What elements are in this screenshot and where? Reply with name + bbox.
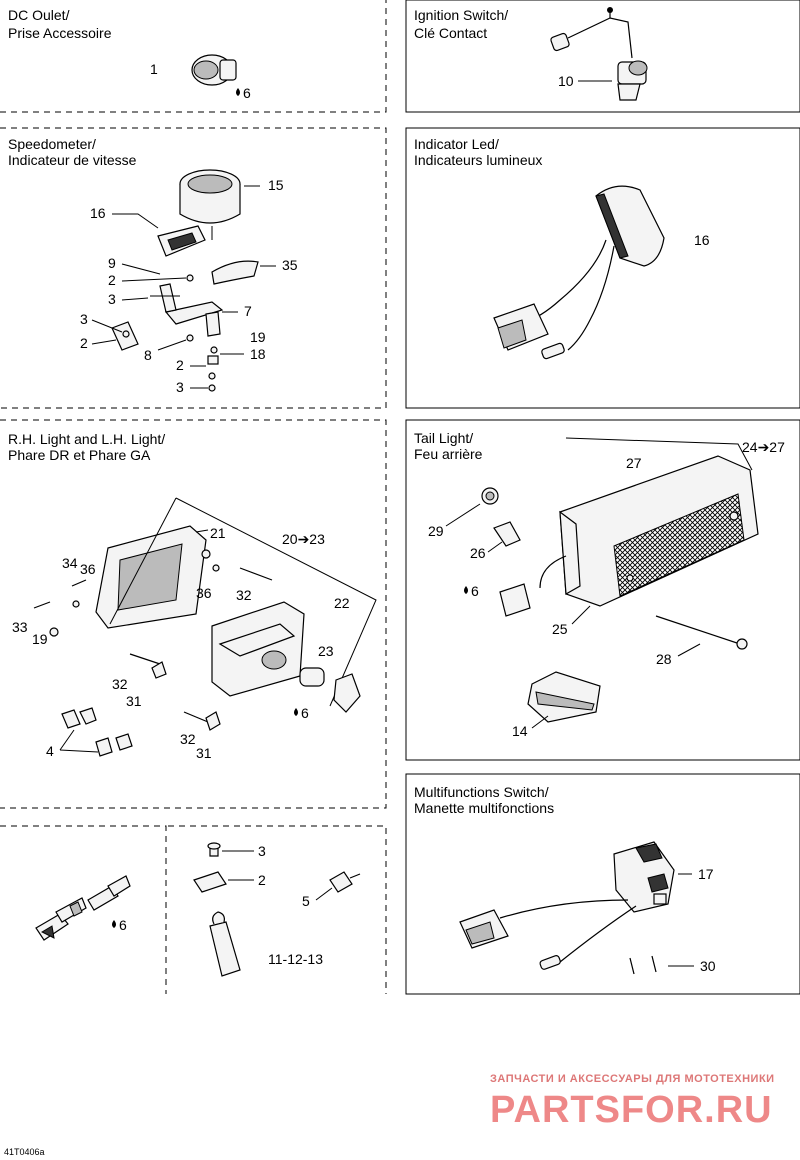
multifunction-switch-part [459,841,675,975]
panel-connectors: 6 [0,825,167,994]
headlight-subtitle: Phare DR et Phare GA [8,447,151,463]
drop-icon [464,586,468,594]
callout-3a: 3 [108,291,116,307]
callout-35: 35 [282,257,298,273]
speedometer-gauge [179,169,241,240]
callout-6: 6 [471,583,479,599]
dc-outlet-part [191,54,237,86]
callout-32a: 32 [236,587,252,603]
ignition-subtitle: Clé Contact [414,25,487,41]
drop-icon [112,920,116,928]
headlight-title: R.H. Light and L.H. Light/ [8,431,165,447]
drop-icon [236,88,240,96]
callout-5: 5 [302,893,310,909]
watermark-logo: ЗАПЧАСТИ И АКСЕССУАРЫ ДЛЯ МОТОТЕХНИКИ PA… [490,1073,775,1131]
taillight-lamp [481,487,748,650]
panel-speedometer: Speedometer/ Indicateur de vitesse [0,127,387,409]
figure-code: 41T0406a [4,1147,45,1157]
callout-9: 9 [108,255,116,271]
callout-7: 7 [244,303,252,319]
callout-28: 28 [656,651,672,667]
callout-16: 16 [90,205,106,221]
callout-2a: 2 [108,272,116,288]
callout-16: 16 [694,232,710,248]
callout-31b: 31 [196,745,212,761]
panel-multifunction-switch: Multifunctions Switch/ Manette multifonc… [405,773,800,995]
taillight-subtitle: Feu arrière [414,446,483,462]
callout-1: 1 [150,61,158,77]
callout-32c: 32 [180,731,196,747]
callout-2: 2 [258,872,266,888]
callout-22: 22 [334,595,350,611]
callout-32b: 32 [112,676,128,692]
callout-36a: 36 [80,561,96,577]
indicator-led-part [493,185,665,360]
callout-14: 14 [512,723,528,739]
panel-dc-outlet: DC Oulet/ Prise Accessoire 1 6 [0,0,387,113]
callout-3: 3 [258,843,266,859]
multifunction-title: Multifunctions Switch/ [414,784,549,800]
callout-6: 6 [301,705,309,721]
panel-hardware: 3 2 5 11-12-13 [168,825,387,994]
callout-2c: 2 [176,357,184,373]
callout-17: 17 [698,866,714,882]
callout-25: 25 [552,621,568,637]
callout-19: 19 [32,631,48,647]
callout-6: 6 [243,85,251,101]
callout-10: 10 [558,73,574,89]
callout-26: 26 [470,545,486,561]
watermark-subtitle: ЗАПЧАСТИ И АКСЕССУАРЫ ДЛЯ МОТОТЕХНИКИ [490,1073,775,1085]
callout-18: 18 [250,346,266,362]
panel-ignition-switch: Ignition Switch/ Clé Contact 10 [405,0,800,113]
callout-3c: 3 [176,379,184,395]
panel-indicator-led: Indicator Led/ Indicateurs lumineux 16 [405,127,800,409]
callout-23: 23 [318,643,334,659]
multifunction-subtitle: Manette multifonctions [414,800,554,816]
callout-30: 30 [700,958,716,974]
callout-27: 27 [626,455,642,471]
dc-outlet-title: DC Oulet/ [8,7,70,23]
watermark-title: PARTSFOR.RU [490,1089,773,1131]
drop-icon [294,708,298,716]
taillight-bracket [527,671,601,723]
callout-3b: 3 [80,311,88,327]
callout-24-27: 24➔27 [742,439,785,455]
speedometer-cover [211,260,259,285]
callout-19: 19 [250,329,266,345]
callout-15: 15 [268,177,284,193]
callout-29: 29 [428,523,444,539]
speedometer-bracket [111,274,224,392]
callout-33: 33 [12,619,28,635]
callout-31a: 31 [126,693,142,709]
indicator-title: Indicator Led/ [414,136,499,152]
callout-6: 6 [119,917,127,933]
ignition-switch-part [550,7,648,101]
callout-34: 34 [62,555,78,571]
callout-4: 4 [46,743,54,759]
callout-20-23: 20➔23 [282,531,325,547]
dc-outlet-subtitle: Prise Accessoire [8,25,112,41]
taillight-housing [559,437,759,607]
callout-11-13: 11-12-13 [268,951,323,967]
ignition-title: Ignition Switch/ [414,7,508,23]
headlight-housing [211,601,361,713]
hardware-parts [193,842,361,977]
taillight-title: Tail Light/ [414,430,473,446]
speedometer-subtitle: Indicateur de vitesse [8,152,137,168]
connector-terminals [35,875,131,941]
panel-tail-light: Tail Light/ Feu arrière 24➔27 27 29 [405,419,800,761]
speedometer-title: Speedometer/ [8,136,96,152]
speedometer-bezel [157,225,206,257]
panel-headlight: R.H. Light and L.H. Light/ Phare DR et P… [0,419,387,809]
indicator-subtitle: Indicateurs lumineux [414,152,542,168]
callout-36b: 36 [196,585,212,601]
headlight-hardware [33,549,273,757]
headlight-frame [95,497,377,707]
callout-8: 8 [144,347,152,363]
callout-2b: 2 [80,335,88,351]
callout-21: 21 [210,525,226,541]
